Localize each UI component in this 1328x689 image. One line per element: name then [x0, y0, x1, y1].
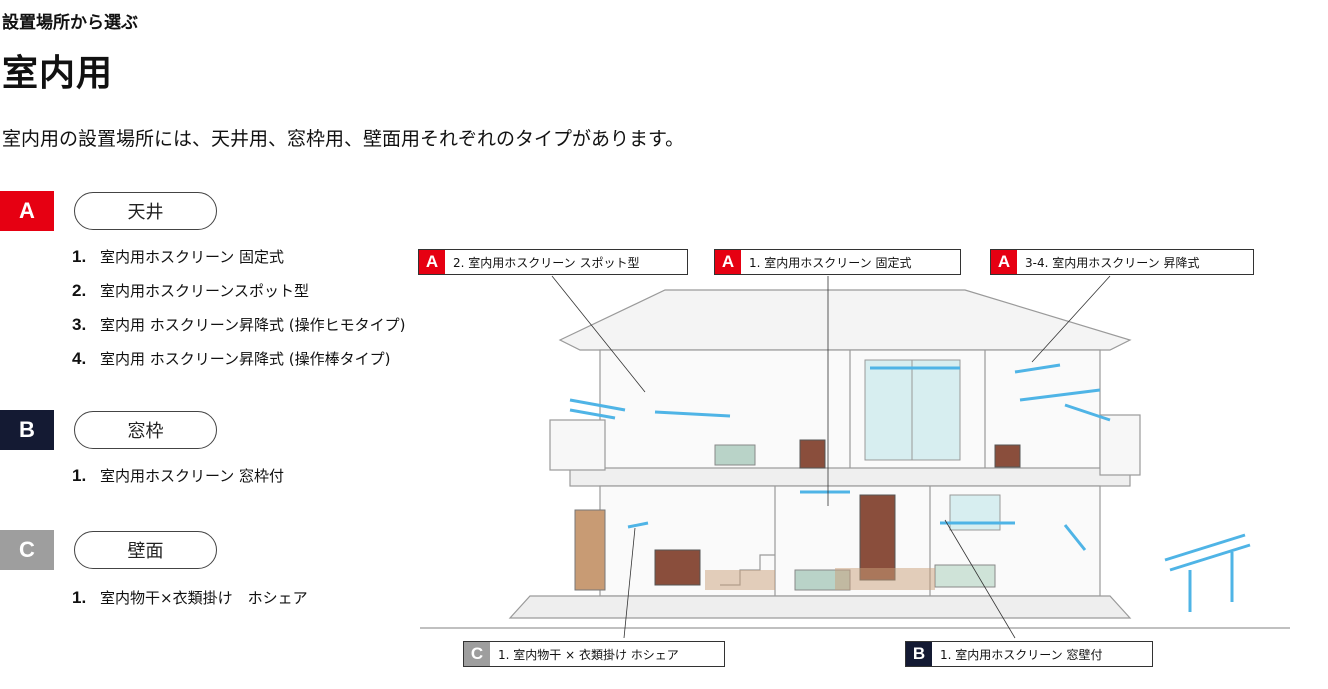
callout-label: 1. 室内用ホスクリーン 固定式: [749, 255, 912, 270]
callout-label: 1. 室内用ホスクリーン 窓壁付: [940, 647, 1103, 662]
category-a-badge: A: [0, 191, 54, 231]
category-a-list: 1. 室内用ホスクリーン 固定式 2. 室内用ホスクリーンスポット型 3. 室内用 ホ…: [72, 246, 406, 382]
category-c-pill[interactable]: 壁面: [74, 531, 217, 569]
category-c-list: 1. 室内物干×衣類掛け ホシェア: [72, 587, 308, 621]
item-number: 1.: [72, 588, 87, 607]
list-item[interactable]: 1. 室内用ホスクリーン 固定式: [72, 246, 406, 280]
item-label: 室内物干×衣類掛け ホシェア: [100, 589, 308, 607]
category-b-pill[interactable]: 窓枠: [74, 411, 217, 449]
callout-window[interactable]: B 1. 室内用ホスクリーン 窓壁付: [905, 641, 1153, 667]
item-number: 2.: [72, 281, 87, 300]
category-c-badge: C: [0, 530, 54, 570]
callout-hoshare[interactable]: C 1. 室内物干 × 衣類掛け ホシェア: [463, 641, 725, 667]
callout-spot[interactable]: A 2. 室内用ホスクリーン スポット型: [418, 249, 688, 275]
list-item[interactable]: 2. 室内用ホスクリーンスポット型: [72, 280, 406, 314]
intro-text: 室内用の設置場所には、天井用、窓枠用、壁面用それぞれのタイプがあります。: [2, 128, 685, 150]
callout-label: 1. 室内物干 × 衣類掛け ホシェア: [498, 647, 679, 662]
callout-fixed[interactable]: A 1. 室内用ホスクリーン 固定式: [714, 249, 961, 275]
item-label: 室内用 ホスクリーン昇降式 (操作棒タイプ): [100, 350, 391, 368]
category-b-list: 1. 室内用ホスクリーン 窓枠付: [72, 465, 284, 499]
section-eyebrow: 設置場所から選ぶ: [2, 13, 138, 33]
callout-tag: A: [991, 250, 1017, 274]
item-label: 室内用 ホスクリーン昇降式 (操作ヒモタイプ): [100, 316, 406, 334]
list-item[interactable]: 3. 室内用 ホスクリーン昇降式 (操作ヒモタイプ): [72, 314, 406, 348]
item-label: 室内用ホスクリーン 固定式: [100, 248, 285, 266]
callout-label: 3-4. 室内用ホスクリーン 昇降式: [1025, 255, 1200, 270]
callout-label: 2. 室内用ホスクリーン スポット型: [453, 255, 640, 270]
house-illustration: [420, 275, 1290, 639]
callout-tag: C: [464, 642, 490, 666]
item-number: 3.: [72, 315, 87, 334]
callout-tag: A: [419, 250, 445, 274]
item-number: 4.: [72, 349, 87, 368]
item-number: 1.: [72, 247, 87, 266]
item-label: 室内用ホスクリーンスポット型: [100, 282, 309, 300]
callout-tag: B: [906, 642, 932, 666]
list-item[interactable]: 4. 室内用 ホスクリーン昇降式 (操作棒タイプ): [72, 348, 406, 382]
callout-tag: A: [715, 250, 741, 274]
item-label: 室内用ホスクリーン 窓枠付: [100, 467, 285, 485]
list-item[interactable]: 1. 室内物干×衣類掛け ホシェア: [72, 587, 308, 621]
list-item[interactable]: 1. 室内用ホスクリーン 窓枠付: [72, 465, 284, 499]
item-number: 1.: [72, 466, 87, 485]
page-title: 室内用: [2, 53, 114, 94]
category-a-pill[interactable]: 天井: [74, 192, 217, 230]
callout-lift[interactable]: A 3-4. 室内用ホスクリーン 昇降式: [990, 249, 1254, 275]
category-b-badge: B: [0, 410, 54, 450]
